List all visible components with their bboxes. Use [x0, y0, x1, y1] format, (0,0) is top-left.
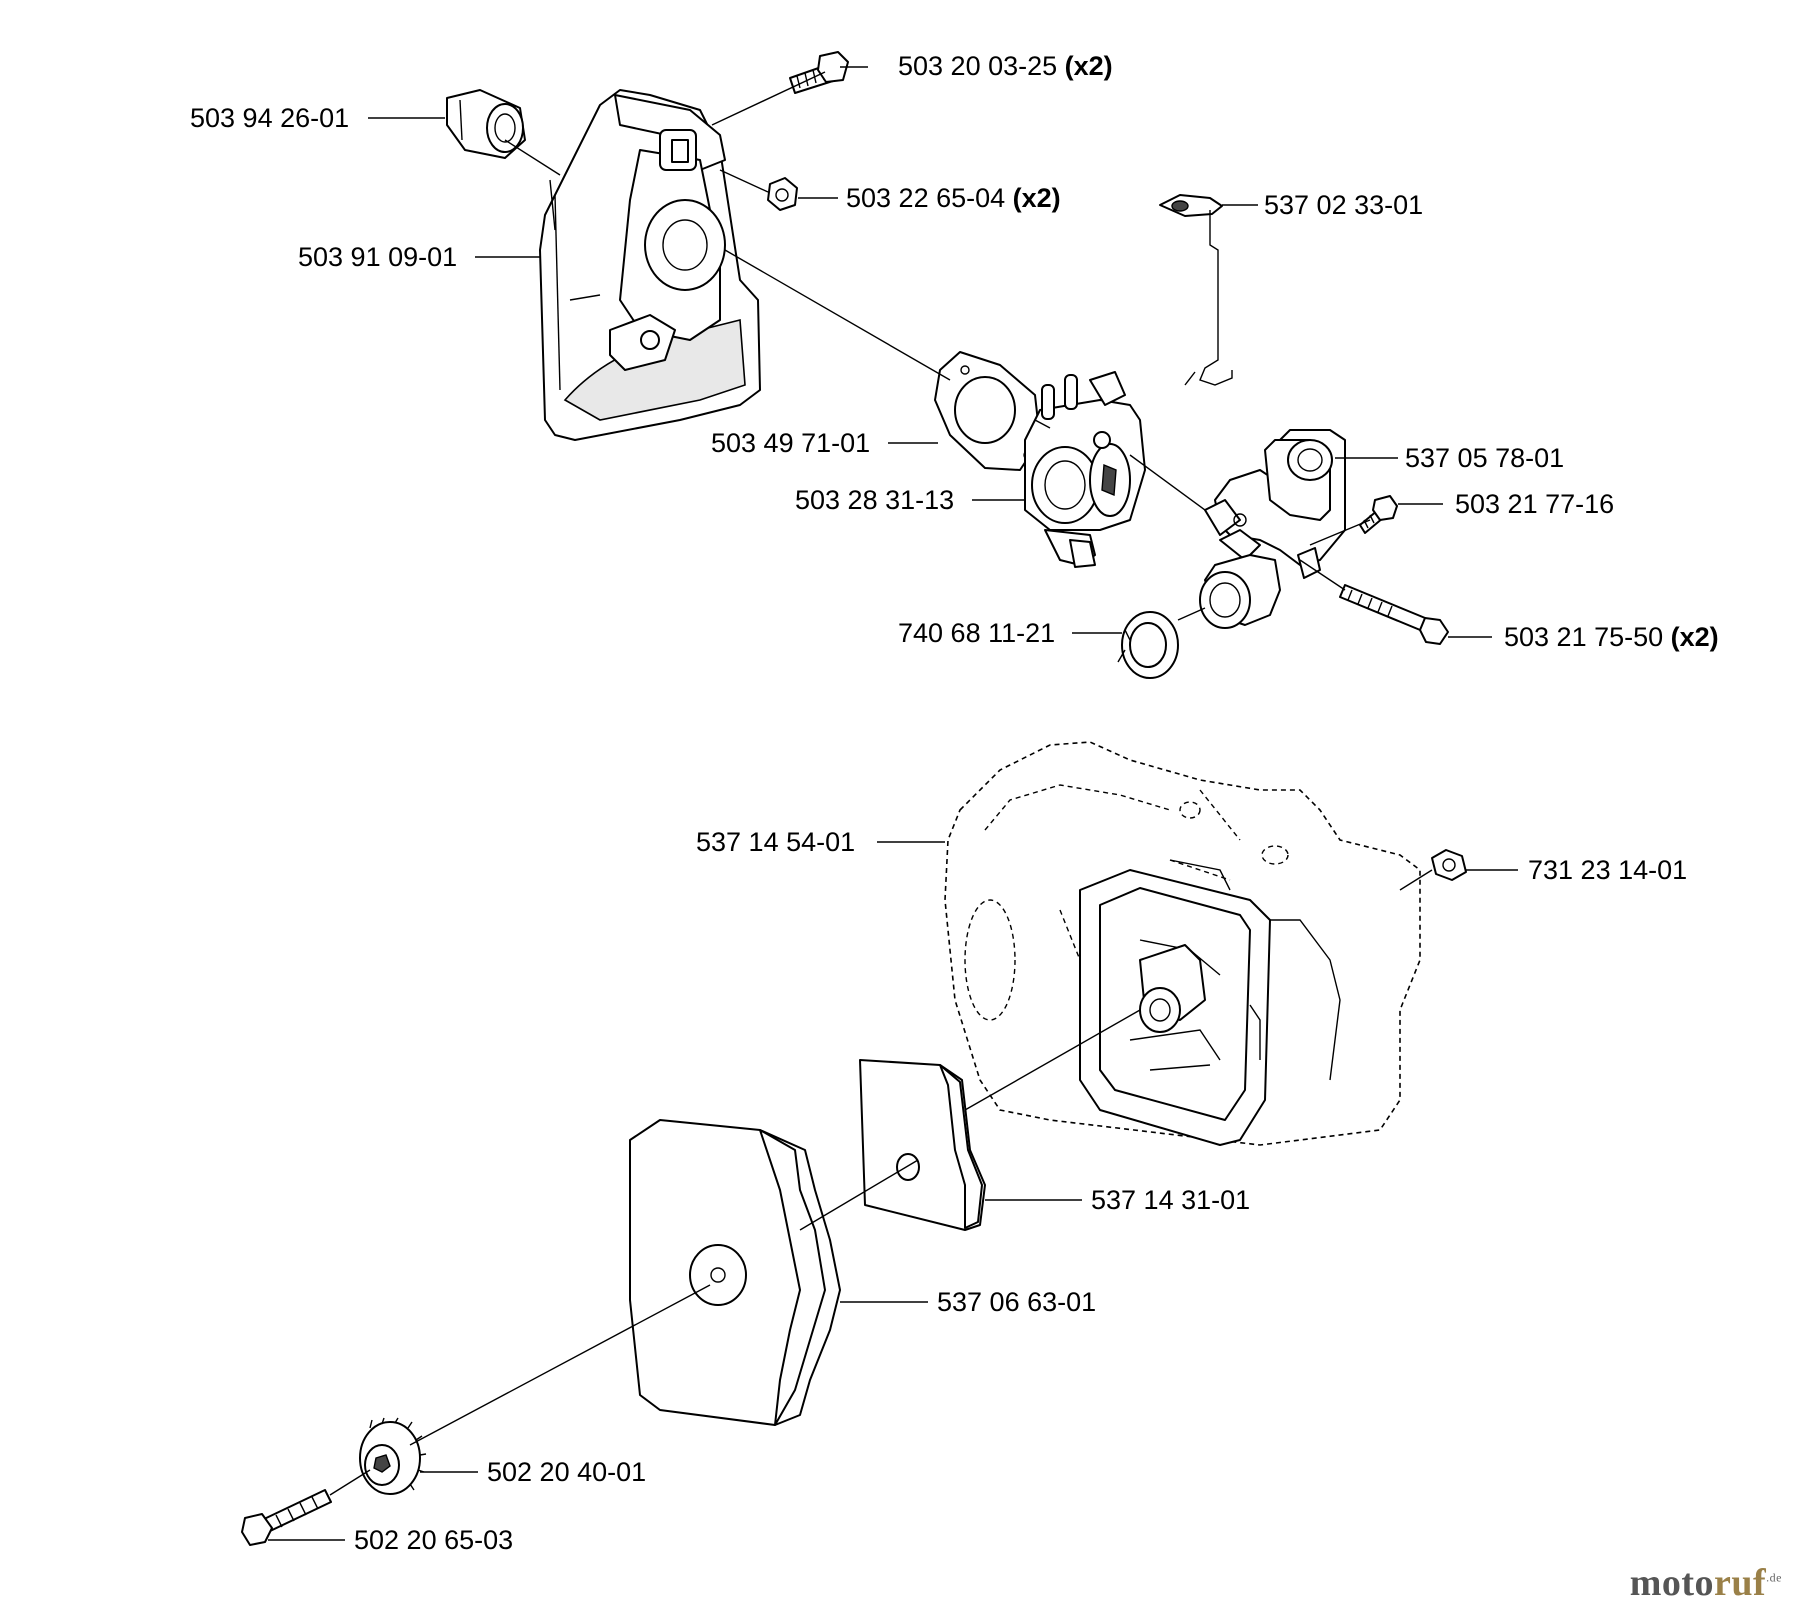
watermark-logo: motoruf.de [1629, 1562, 1782, 1604]
part-label-502-20-40-01: 502 20 40-01 [487, 1457, 647, 1487]
part-label-537-06-63-01: 537 06 63-01 [937, 1287, 1097, 1317]
knob-icon [359, 1417, 427, 1495]
part-label-537-14-31-01: 537 14 31-01 [1091, 1185, 1251, 1215]
intake-manifold-icon [1199, 429, 1346, 629]
nut-icon [767, 177, 798, 211]
part-label-502-20-65-03: 502 20 65-03 [354, 1525, 514, 1555]
part-label-503-94-26-01: 503 94 26-01 [190, 103, 350, 133]
part-label-503-22-65-04: 503 22 65-04 (x2) [846, 183, 1061, 213]
bolt-icon [241, 1489, 332, 1546]
part-label-503-49-71-01: 503 49 71-01 [711, 428, 871, 458]
bolt-icon [1339, 584, 1449, 645]
part-label-503-21-77-16: 503 21 77-16 [1455, 489, 1615, 519]
air-filter-cover-icon [629, 1119, 841, 1426]
screw-icon [789, 51, 849, 94]
seal-ring-icon [1121, 611, 1179, 679]
assembly-lines [329, 71, 1433, 1496]
part-label-731-23-14-01: 731 23 14-01 [1528, 855, 1688, 885]
gasket-icon [934, 351, 1041, 471]
part-label-537-02-33-01: 537 02 33-01 [1264, 190, 1424, 220]
label-leaders [268, 66, 1518, 1541]
air-filter-housing-icon [944, 741, 1421, 1146]
part-label-537-05-78-01: 537 05 78-01 [1405, 443, 1565, 473]
part-label-503-20-03-25: 503 20 03-25 (x2) [898, 51, 1113, 81]
filter-element-icon [859, 1059, 986, 1231]
part-label-503-91-09-01: 503 91 09-01 [298, 242, 458, 272]
hex-nut-icon [1431, 849, 1467, 881]
part-label-740-68-11-21: 740 68 11-21 [898, 618, 1056, 648]
screw-icon [1359, 495, 1398, 534]
carburetor-cover-icon [539, 89, 761, 441]
carburetor-icon [1024, 371, 1146, 568]
part-label-503-21-75-50: 503 21 75-50 (x2) [1504, 622, 1719, 652]
part-label-503-28-31-13: 503 28 31-13 [795, 485, 955, 515]
throttle-rod-icon [1159, 194, 1233, 386]
part-label-537-14-54-01: 537 14 54-01 [696, 827, 856, 857]
